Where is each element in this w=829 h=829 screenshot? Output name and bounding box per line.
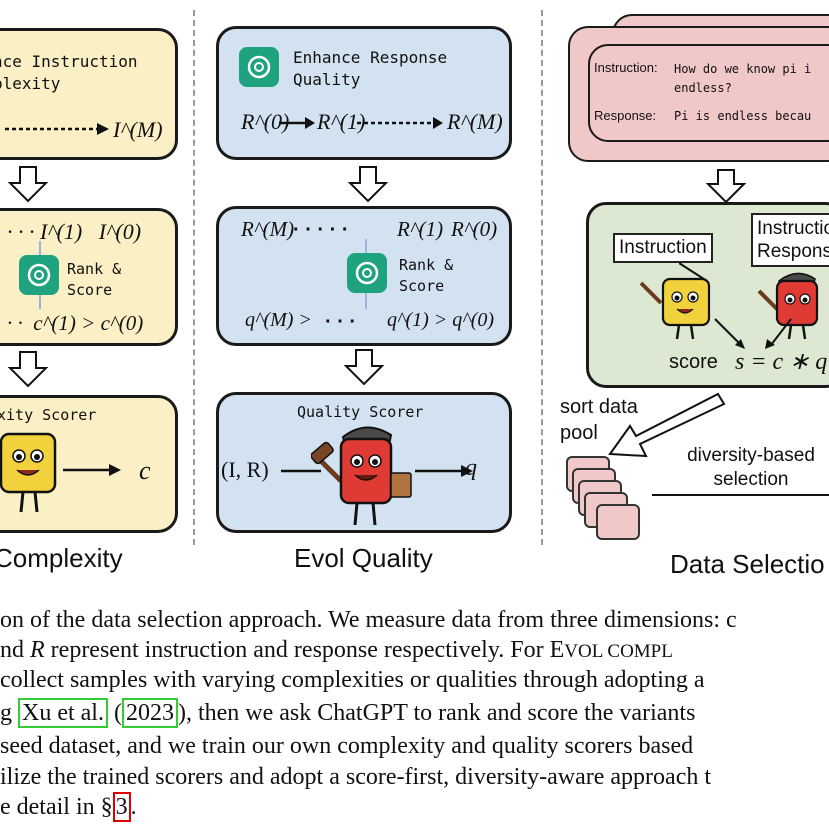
sort-arrow [608, 392, 726, 458]
diversity-selection-line [652, 494, 829, 496]
caption-line-4a: g [0, 700, 18, 726]
score-character-yellow [639, 277, 711, 340]
score-formula: s = c ∗ q [735, 349, 828, 375]
score-box-instruction-response: Instructio Respons [751, 213, 829, 267]
score-character-red [757, 272, 819, 340]
divider-1 [193, 10, 195, 545]
caption-line-6: ilize the trained scorers and adopt a sc… [0, 764, 712, 790]
quality-caption: Evol Quality [294, 543, 433, 573]
caption-line-2b: represent instruction and response respe… [44, 637, 565, 663]
caption-line-3: collect samples with varying complexitie… [0, 667, 705, 693]
quality-rank-r0: R^(0) [451, 217, 498, 241]
complexity-scorer-title: xity Scorer [0, 406, 97, 424]
complexity-scorer-arrow [63, 464, 121, 476]
caption-line-7: e detail in §3. [0, 792, 137, 822]
complexity-scorer-panel: xity Scorer c [0, 395, 178, 533]
caption-math-r: R [30, 637, 45, 663]
section-ref-link[interactable]: 3 [112, 792, 131, 822]
caption-line-7a: e detail in § [0, 794, 113, 820]
quality-score-q1q0: q^(1) > q^(0) [387, 309, 495, 331]
complexity-caption: Complexity [0, 543, 123, 573]
sort-data-pool-label: sort data pool [560, 396, 638, 444]
caption-smallcaps: VOL COMPL [564, 641, 673, 662]
caption-line-4: g Xu et al. (2023), then we ask ChatGPT … [0, 698, 696, 728]
quality-rank-label: Rank & Score [399, 256, 454, 295]
score-box-instruction: Instruction [613, 233, 713, 263]
quality-score-dots: · · · [325, 311, 357, 333]
quality-chain-r1: R^(1) [317, 109, 366, 134]
caption-line-5: seed dataset, and we train our own compl… [0, 733, 694, 759]
quality-scorer-input: (I, R) [221, 457, 269, 482]
quality-scorer-character [311, 426, 412, 526]
complexity-rank-terms: · · · I^(1) I^(0) [7, 219, 142, 244]
quality-scorer-out-arrow [415, 465, 473, 477]
divider-2 [541, 10, 543, 545]
complexity-rank-label: Rank & Score [67, 260, 122, 299]
score-pointer-arrows [679, 262, 792, 349]
response-label: Response: [594, 108, 657, 123]
complexity-enhance-header: nce Instruction plexity [0, 52, 138, 93]
quality-enhance-panel: Enhance Response Quality R^(0) R^(1) R^(… [216, 26, 512, 160]
data-card [596, 504, 640, 540]
complexity-score-terms: · · c^(1) > c^(0) [7, 311, 144, 335]
complexity-scorer-character [0, 432, 57, 513]
caption-line-4c: ), then we ask ChatGPT to rank and score… [177, 700, 696, 726]
chatgpt-icon [239, 47, 279, 87]
selection-score-panel: Instruction Instructio Respons score s =… [586, 202, 829, 388]
complexity-chain-arrow: 0) [5, 123, 109, 135]
caption-line-2a: nd [0, 637, 30, 663]
quality-score-qm: q^(M) > [245, 309, 312, 331]
score-label: score [669, 351, 718, 373]
quality-scorer-title: Quality Scorer [297, 403, 424, 421]
chatgpt-icon [347, 253, 387, 293]
selection-caption: Data Selectio [670, 549, 825, 579]
quality-chain-arrow-2 [357, 117, 443, 129]
complexity-scorer-output: c [139, 456, 151, 485]
chatgpt-icon [19, 255, 59, 295]
quality-chain-arrow-1 [279, 117, 315, 129]
quality-scorer-panel: Quality Scorer (I, R) q [216, 392, 512, 533]
caption-line-1: on of the data selection approach. We me… [0, 607, 737, 633]
selection-down-arrow [706, 169, 746, 204]
quality-rank-r1: R^(1) [397, 217, 444, 241]
quality-scorer-output: q [465, 455, 477, 481]
instruction-text: How do we know pi i endless? [674, 62, 812, 95]
citation-link-author[interactable]: Xu et al. [18, 698, 108, 728]
instruction-label: Instruction: [594, 60, 658, 75]
complexity-rank-panel: · · · I^(1) I^(0) Rank & Score · · c^(1)… [0, 208, 178, 346]
quality-chain-rm: R^(M) [447, 109, 503, 134]
complexity-chain-output: I^(M) [113, 117, 163, 142]
caption-line-7b: . [130, 794, 137, 820]
caption-line-2: nd R represent instruction and response … [0, 637, 673, 664]
complexity-down-arrow-2 [8, 351, 48, 388]
quality-chain-r0: R^(0) [241, 109, 290, 134]
quality-scorer-in-arrow [281, 469, 321, 473]
complexity-chain: 0) [0, 115, 167, 145]
quality-rank-dots: · · · · · [293, 219, 349, 241]
caption-line-4b: ( [107, 700, 122, 726]
quality-rank-panel: R^(M) · · · · · R^(1) R^(0) Rank & Score… [216, 206, 512, 346]
citation-link-year[interactable]: 2023 [121, 698, 178, 728]
selection-pool-front: Instruction: How do we know pi i endless… [588, 44, 829, 142]
quality-enhance-header: Enhance Response Quality [293, 48, 448, 89]
complexity-enhance-panel: nce Instruction plexity 0) I^(M) [0, 28, 178, 160]
quality-rank-rm: R^(M) [241, 217, 295, 241]
complexity-down-arrow-1 [8, 166, 48, 203]
quality-down-arrow-1 [348, 166, 388, 203]
quality-down-arrow-2 [344, 349, 384, 386]
response-text: Pi is endless becau [674, 109, 812, 123]
diversity-selection-label: diversity-based selection [687, 445, 815, 490]
